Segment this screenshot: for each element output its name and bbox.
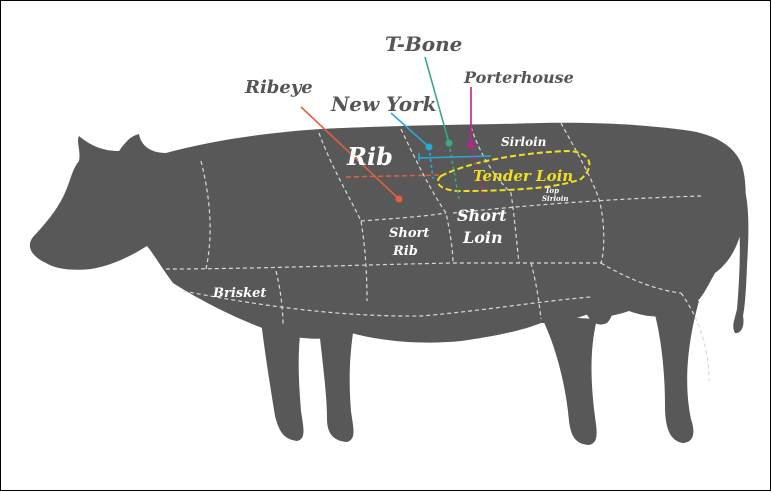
label-t-bone: T-Bone <box>385 32 462 56</box>
label-sirloin: Sirloin <box>501 135 546 149</box>
label-short-rib-2: Rib <box>392 244 418 259</box>
label-short-rib-1: Short <box>389 226 429 241</box>
ribeye-dot <box>396 196 403 203</box>
hind-leg-right <box>651 301 699 443</box>
label-porterhouse: Porterhouse <box>463 68 574 87</box>
cow-silhouette <box>30 123 749 445</box>
hind-leg-left <box>541 316 597 445</box>
label-tender-loin: Tender Loin <box>473 167 573 185</box>
front-leg-left <box>261 321 304 441</box>
label-rib: Rib <box>346 142 393 171</box>
label-brisket: Brisket <box>212 286 266 301</box>
label-short-loin-1: Short <box>457 206 507 225</box>
label-ribeye: Ribeye <box>244 77 313 98</box>
label-short-loin-2: Loin <box>462 228 503 247</box>
label-new-york: New York <box>330 92 436 116</box>
front-leg-right <box>319 329 354 442</box>
label-top-sirloin-2: Sirloin <box>542 194 568 203</box>
